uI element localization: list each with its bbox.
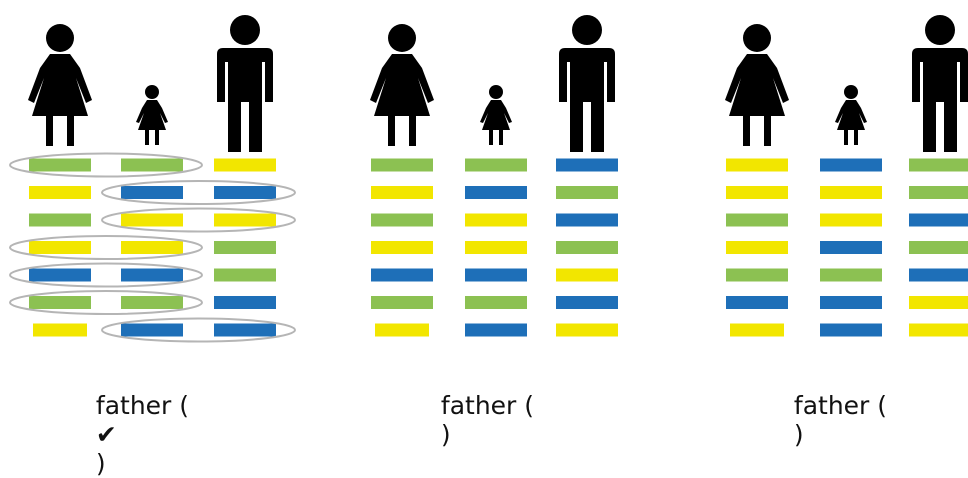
dna-band [556,158,618,172]
dna-band [214,213,276,227]
dna-band [121,268,183,282]
caption-text: father ( [440,391,535,420]
dna-band [909,213,968,227]
dna-band [33,323,87,337]
dna-band [820,323,882,337]
caption-panel-3: father ( ) [778,362,917,449]
match-ellipse [9,290,203,315]
dna-band [909,186,968,199]
panel-with-match [9,15,296,343]
dna-band [465,323,527,337]
dna-band [375,323,429,337]
dna-band [465,213,527,227]
dna-band [371,268,433,282]
dna-band [730,323,784,337]
dna-band [121,323,183,337]
dna-band [214,268,276,282]
dna-band [556,186,618,199]
dna-band [371,186,433,199]
dna-band [371,158,433,172]
dna-band [214,158,276,172]
dna-band [726,213,788,227]
dna-band [214,296,276,309]
dna-band [726,296,788,309]
dna-band [214,323,276,337]
child-icon [835,85,867,145]
dna-band [121,186,183,199]
dna-band [909,323,968,337]
dna-band [121,241,183,254]
caption-text: father ( [95,391,190,420]
dna-band [909,158,968,172]
dna-band [121,296,183,309]
dna-band [726,186,788,199]
dna-band [556,268,618,282]
dna-band [29,241,91,254]
mother-icon [28,24,92,146]
father-icon [559,15,615,152]
dna-band [121,158,183,172]
match-ellipse [101,180,296,205]
dna-band [465,296,527,309]
panel-no-match-2 [725,15,968,337]
match-ellipse [9,262,203,288]
dna-band [556,213,618,227]
dna-band [909,268,968,282]
dna-band [556,296,618,309]
dna-band [909,296,968,309]
caption-close: ) [440,420,451,449]
dna-band [465,186,527,199]
dna-band [726,268,788,282]
match-ellipse [9,235,203,260]
dna-band [29,268,91,282]
caption-text: father ( [793,391,888,420]
dna-band [121,213,183,227]
dna-band [465,158,527,172]
mother-icon [370,24,434,146]
father-icon [217,15,273,152]
child-icon [480,85,512,145]
dna-band [820,296,882,309]
checkmark-icon: ✔ [95,420,117,449]
dna-band [820,213,882,227]
dna-band [371,213,433,227]
dna-band [465,241,527,254]
dna-band [556,241,618,254]
caption-panel-2: father ( ) [425,362,564,449]
dna-band [820,268,882,282]
dna-band [29,186,91,199]
dna-band [909,241,968,254]
match-ellipse [101,207,296,233]
dna-band [29,158,91,172]
caption-close: ) [793,420,804,449]
dna-band [371,296,433,309]
dna-band [214,186,276,199]
panel-no-match-1 [370,15,618,337]
dna-band [29,213,91,227]
father-icon [912,15,968,152]
dna-band [556,323,618,337]
match-ellipse [9,152,203,178]
dna-band [214,241,276,254]
child-icon [136,85,168,145]
paternity-diagram [9,15,968,343]
dna-band [820,186,882,199]
dna-band [820,241,882,254]
mother-icon [725,24,789,146]
match-ellipse [101,317,296,343]
dna-band [726,158,788,172]
dna-band [371,241,433,254]
caption-panel-1: father ( ✔ ) [80,362,189,478]
dna-band [820,158,882,172]
caption-close: ) [95,449,106,478]
dna-band [465,268,527,282]
dna-band [726,241,788,254]
dna-band [29,296,91,309]
